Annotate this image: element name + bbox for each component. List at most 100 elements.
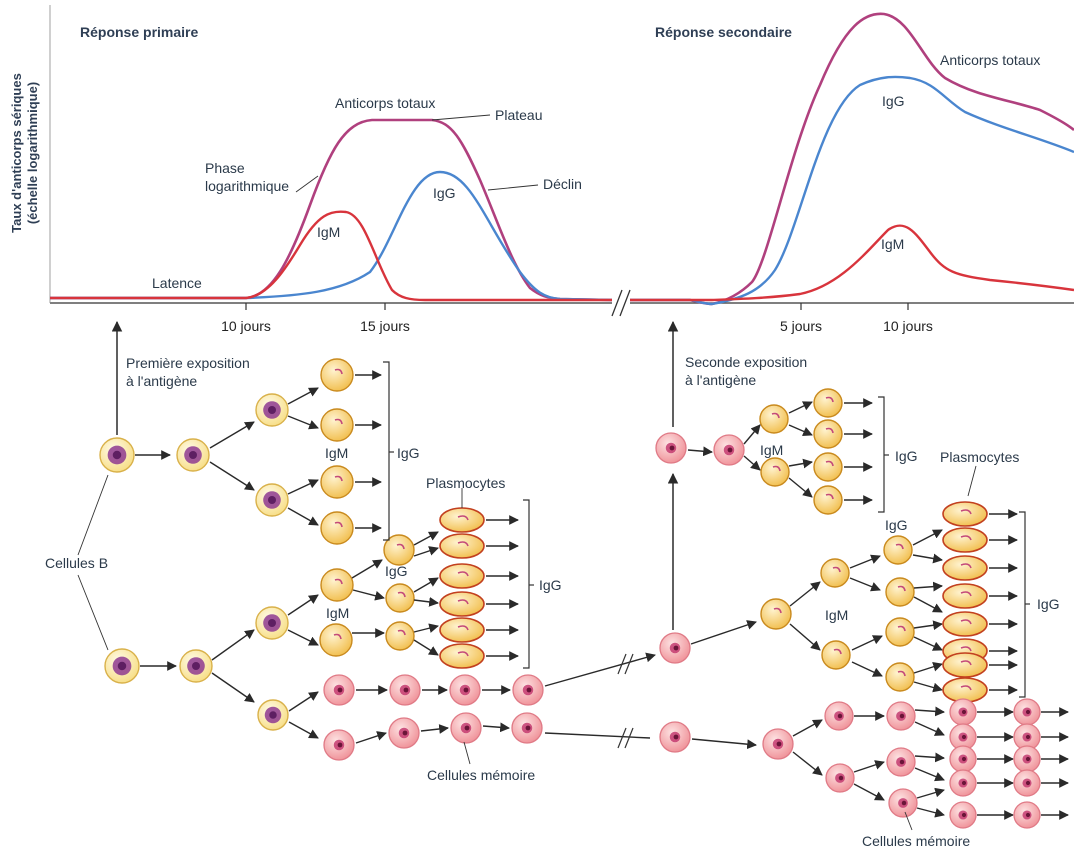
memory-cell bbox=[825, 763, 855, 793]
arrow bbox=[413, 623, 439, 633]
memory-cell bbox=[449, 674, 481, 706]
plasma-cell bbox=[320, 408, 354, 442]
plasma-cell bbox=[813, 452, 843, 482]
memory-cell bbox=[886, 701, 916, 731]
cell-cascade bbox=[99, 358, 1069, 829]
brackets bbox=[383, 361, 1030, 698]
memory-cell bbox=[949, 745, 977, 773]
plasmocyte-cell bbox=[942, 583, 988, 609]
b-cell bbox=[176, 438, 210, 472]
plasmocyte-cell bbox=[942, 652, 988, 678]
tick-15-jours: 15 jours bbox=[360, 318, 410, 334]
memory-cell bbox=[389, 674, 421, 706]
arrow bbox=[288, 721, 319, 739]
label-plasmocytes-right: Plasmocytes bbox=[940, 449, 1019, 465]
label-igg-primary: IgG bbox=[433, 185, 456, 201]
arrow bbox=[914, 767, 945, 782]
label-igg-right-small: IgG bbox=[885, 517, 908, 533]
graph-area: 10 jours 15 jours 5 jours 10 jours Taux … bbox=[9, 5, 1074, 334]
memory-cell bbox=[949, 801, 977, 829]
b-cell bbox=[255, 393, 289, 427]
memory-cell bbox=[323, 674, 355, 706]
exposure-arrows bbox=[111, 320, 679, 630]
memory-cell bbox=[886, 747, 916, 777]
b-cell bbox=[257, 699, 289, 731]
label-igg-secondary: IgG bbox=[882, 93, 905, 109]
memory-cell bbox=[1013, 698, 1041, 726]
arrow bbox=[916, 807, 945, 818]
label-decline: Déclin bbox=[543, 176, 582, 192]
arrow bbox=[287, 507, 319, 526]
arrow bbox=[420, 724, 449, 734]
plasma-cell bbox=[760, 457, 790, 487]
plasmocyte-cell bbox=[439, 591, 485, 617]
label-igm-left-mid: IgM bbox=[326, 605, 349, 621]
arrow bbox=[912, 529, 943, 546]
plasmocyte-cell bbox=[942, 677, 988, 703]
b-cell bbox=[255, 606, 289, 640]
label-memory-right: Cellules mémoire bbox=[862, 833, 970, 849]
arrow bbox=[209, 421, 255, 449]
label-first-exposure-line1: Première exposition bbox=[126, 355, 250, 371]
memory-cell bbox=[450, 712, 482, 744]
break-mark bbox=[624, 727, 634, 749]
b-cell bbox=[179, 649, 213, 683]
plasma-cell bbox=[760, 598, 792, 630]
tick-5-jours: 5 jours bbox=[780, 318, 822, 334]
arrow bbox=[851, 635, 883, 651]
plasma-cell bbox=[320, 511, 354, 545]
memory-cell bbox=[388, 717, 420, 749]
b-cell bbox=[255, 483, 289, 517]
arrow bbox=[355, 731, 387, 744]
label-second-exposure-line1: Seconde exposition bbox=[685, 354, 807, 370]
b-cell bbox=[104, 648, 140, 684]
memory-cell bbox=[949, 698, 977, 726]
arrow bbox=[287, 387, 319, 405]
arrow bbox=[482, 722, 510, 733]
arrow bbox=[413, 546, 439, 557]
arrow bbox=[211, 629, 255, 661]
arrow bbox=[789, 623, 821, 651]
plasmocyte-cell bbox=[942, 527, 988, 553]
label-igg-top-bracket: IgG bbox=[397, 445, 420, 461]
memory-cell bbox=[655, 432, 687, 464]
arrow bbox=[788, 458, 813, 469]
b-cell bbox=[99, 437, 135, 473]
axis-break-mark bbox=[611, 289, 631, 317]
memory-cell bbox=[949, 723, 977, 751]
arrow bbox=[853, 760, 885, 773]
connector bbox=[544, 732, 651, 739]
arrow bbox=[413, 577, 439, 593]
plasma-cell bbox=[320, 465, 354, 499]
plasma-cell bbox=[885, 577, 915, 607]
label-igm-right-top: IgM bbox=[760, 442, 783, 458]
memory-cell bbox=[888, 788, 918, 818]
plasma-cell bbox=[883, 535, 913, 565]
tick-10-jours-primary: 10 jours bbox=[221, 318, 271, 334]
label-igg-right-top-bracket: IgG bbox=[895, 448, 918, 464]
arrow bbox=[413, 597, 439, 607]
break-mark bbox=[624, 653, 634, 675]
label-igg-left-small: IgG bbox=[385, 563, 408, 579]
arrow bbox=[788, 424, 813, 436]
memory-cell bbox=[659, 632, 691, 664]
arrow bbox=[287, 415, 319, 430]
arrow bbox=[209, 461, 255, 491]
plasma-cell bbox=[320, 568, 354, 602]
plasma-cell bbox=[820, 558, 850, 588]
memory-cell bbox=[659, 721, 691, 753]
arrow bbox=[913, 662, 943, 674]
plasmocyte-cell bbox=[439, 563, 485, 589]
label-phase-line1: Phase bbox=[205, 160, 245, 176]
break-mark bbox=[617, 653, 627, 675]
arrow bbox=[687, 446, 713, 457]
y-axis-label-line2: (échelle logarithmique) bbox=[25, 82, 40, 224]
arrow bbox=[912, 553, 943, 564]
arrow bbox=[913, 636, 943, 651]
plasmocyte-cell bbox=[942, 501, 988, 527]
memory-cell bbox=[1013, 769, 1041, 797]
arrow bbox=[789, 581, 821, 607]
heading-primary-response: Réponse primaire bbox=[80, 24, 198, 40]
arrow bbox=[913, 581, 943, 592]
label-total-antibodies-secondary: Anticorps totaux bbox=[940, 52, 1040, 68]
